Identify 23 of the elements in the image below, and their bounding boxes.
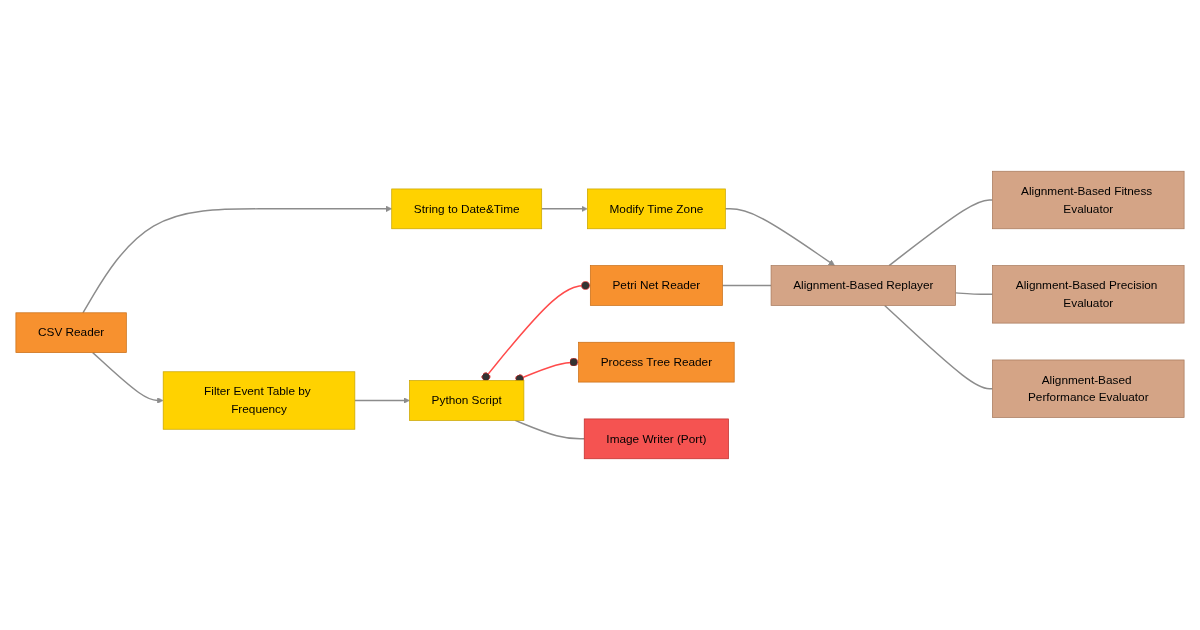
node-box: CSV Reader — [15, 312, 127, 353]
node-box: Modify Time Zone — [587, 188, 726, 230]
arrow — [92, 351, 164, 404]
node-box: String to Date&Time — [391, 188, 543, 230]
arrow — [354, 397, 410, 404]
arrow — [724, 208, 835, 266]
node-box: Alignment-Based Replayer — [770, 265, 956, 306]
arrow — [540, 205, 588, 213]
connector — [481, 281, 592, 382]
node-box: Python Script — [409, 380, 525, 421]
connector — [954, 292, 994, 296]
node-box: Alignment-Based Performance Evaluator — [992, 359, 1185, 418]
node-box: Filter Event Table by Frequency — [162, 371, 356, 430]
connector — [721, 284, 772, 287]
node-box: Petri Net Reader — [589, 265, 723, 306]
node-box: Alignment-Based Precision Evaluator — [992, 265, 1185, 324]
node-box: Alignment-Based Fitness Evaluator — [992, 170, 1185, 230]
connector — [514, 419, 585, 440]
connector — [888, 199, 994, 267]
connector — [883, 304, 994, 390]
node-box: Image Writer (Port) — [583, 418, 729, 460]
node-box: Process Tree Reader — [578, 341, 735, 383]
arrow — [82, 205, 392, 314]
